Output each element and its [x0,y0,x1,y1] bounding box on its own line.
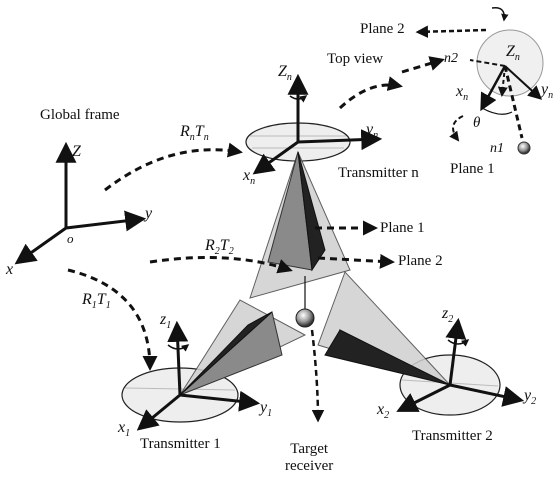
top-view-inset [415,7,544,155]
frame-2-x-label: x2 [377,401,390,421]
frame-n-y-label: yn [366,121,379,141]
frame-1-y-label: y1 [260,399,273,419]
top-view-n1-label: n1 [490,141,504,156]
global-x-axis [14,226,67,265]
transmitter-1-plane-2 [179,311,273,396]
r2-t2-label: R2T2 [205,237,234,257]
r2-t2-arrow [149,256,293,274]
transmitter-1 [121,299,307,431]
transmitter-2-plane-2 [324,329,451,386]
top-view-yn-label: yn [541,81,554,101]
global-z-label: Z [72,143,81,160]
top-view-plane2-label: Plane 2 [360,21,405,37]
transmitter-n-label: Transmitter n [338,165,419,181]
transmitter-n-plane-2 [297,151,326,272]
top-view-n2-line [469,59,506,67]
top-view-n1-arrow [497,65,508,97]
frame-1-z-label: z1 [160,311,172,331]
top-view-plane1-label: Plane 1 [450,161,495,177]
rn-tn-label: RnTn [180,123,209,143]
target-receiver-pointer [310,329,325,423]
frame-2-rotation-icon [447,339,470,347]
transmitter-1-label: Transmitter 1 [140,436,221,452]
frame-1-axes [136,320,261,431]
global-frame-axes [14,141,147,265]
n2-pointer [401,56,445,74]
top-view-nx-axis [480,65,507,112]
frame-n-axes [252,73,383,175]
transform-arrows [67,56,445,371]
frame-n-z-label: Zn [278,63,292,83]
global-y-axis [65,210,147,232]
top-view-xn-label: xn [456,83,469,103]
frame-n-rotation-icon [289,95,308,103]
top-view-n1-line [503,65,524,139]
top-view-n2-label: n2 [444,51,458,66]
top-view-theta-label: θ [473,115,481,131]
plane2-pointer [317,253,395,269]
global-origin-label: o [67,231,74,246]
r1-t1-label: R1T1 [82,291,111,311]
frame-2-z-label: z2 [442,305,454,325]
top-view-disk [476,29,544,97]
frame-2-y-label: y2 [524,387,537,407]
target-receiver-label: Target receiver [285,441,334,475]
top-view-ny-axis [504,65,543,100]
frame-2-axes [396,317,525,412]
plane2-label: Plane 2 [398,253,443,269]
global-frame-label: Global frame [40,107,120,123]
global-x-label: x [6,261,14,278]
top-view-zn-label: Zn [506,43,520,63]
top-view-pointer [338,76,403,110]
top-view-label: Top view [327,51,384,67]
top-view-plane2-pointer [415,25,487,38]
global-y-label: y [145,205,153,222]
plane1-label: Plane 1 [380,220,425,236]
transmitter-2-label: Transmitter 2 [412,428,493,444]
transmitter-2 [317,271,525,416]
top-view-plane1-pointer [449,115,464,142]
frame-1-rotation-icon [167,344,190,352]
target-receiver [295,276,325,423]
r1-t1-arrow [67,268,158,371]
target-receiver-ball [295,308,315,328]
top-view-rotation-icon [491,7,509,22]
top-view-theta-arc [481,107,513,115]
frame-1-x-label: x1 [118,419,131,439]
rn-tn-arrow [104,142,243,192]
transmitter-n [245,73,383,299]
top-view-receiver [517,141,531,155]
frame-n-x-label: xn [243,167,256,187]
